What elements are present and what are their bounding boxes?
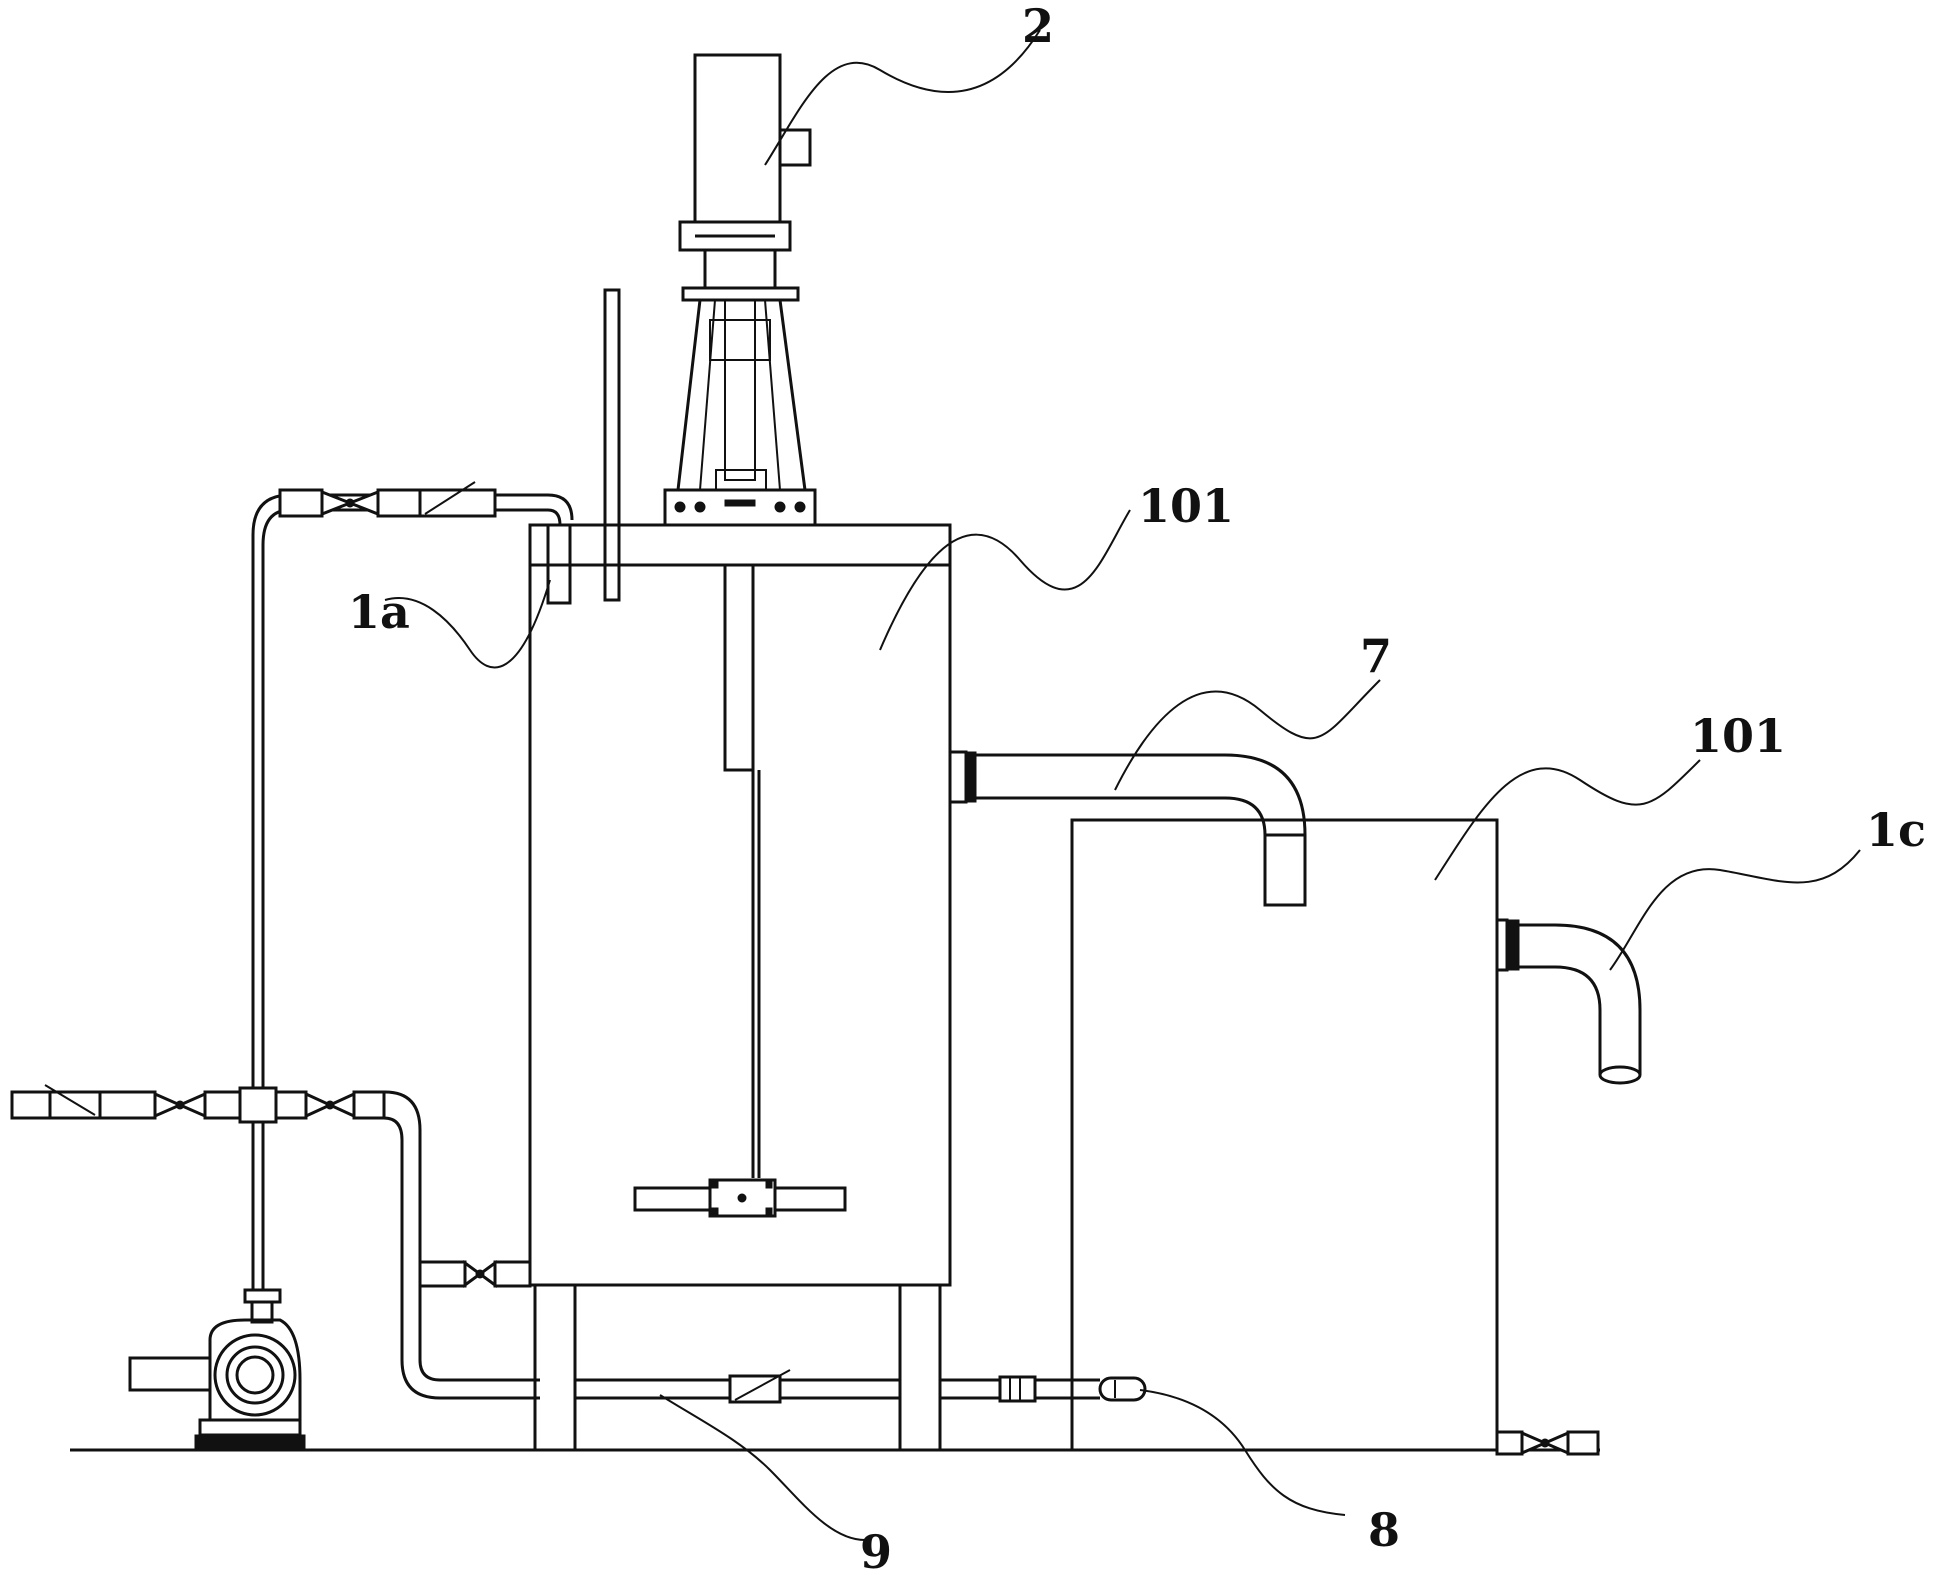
leader-lines — [384, 29, 1861, 1541]
mixing-tank — [528, 523, 952, 1452]
label-outlet-1c: 1c — [1866, 803, 1926, 857]
label-overflow-pipe: 7 — [1360, 629, 1392, 683]
second-tank — [1070, 818, 1499, 1452]
label-motor: 2 — [1022, 0, 1054, 53]
label-bottom-pipe: 9 — [860, 1525, 892, 1579]
label-nozzle: 8 — [1368, 1503, 1400, 1557]
agitator — [633, 563, 847, 1218]
nozzle-8 — [1098, 1376, 1147, 1402]
bottom-pipe-9 — [575, 1369, 1100, 1404]
label-inlet-1a: 1a — [348, 585, 410, 639]
overflow-pipe-7 — [948, 750, 1307, 907]
motor-assembly — [663, 53, 817, 527]
level-rod — [603, 288, 621, 602]
left-feed-pipe — [10, 1084, 540, 1400]
label-mixing-tank: 101 — [1138, 479, 1234, 533]
top-feed-pipe — [251, 481, 574, 1295]
pump — [128, 1288, 306, 1451]
label-second-tank: 101 — [1690, 709, 1786, 763]
drain-valve — [1495, 1430, 1600, 1456]
outlet-1c — [1495, 918, 1642, 1085]
tank-bottom-valve — [418, 1260, 532, 1288]
